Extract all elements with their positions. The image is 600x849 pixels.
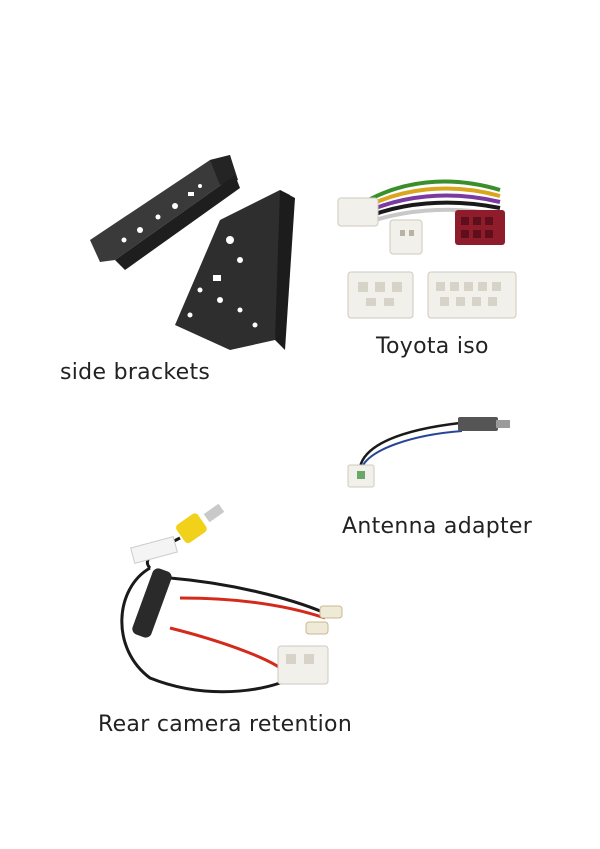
side-brackets-image [80,140,320,360]
camera-cable-icon [120,503,343,694]
toyota-iso-label: Toyota iso [376,334,489,359]
mounting-bracket-icon [90,155,295,350]
antenna-adapter-icon [347,417,510,488]
rear-camera-retention-label: Rear camera retention [98,712,353,737]
antenna-adapter-image [340,405,520,505]
iso-harness-icon [337,179,517,319]
rear-camera-retention-image [110,498,370,708]
side-brackets-label: side brackets [60,360,211,385]
antenna-adapter-label: Antenna adapter [342,514,533,539]
toyota-iso-image [320,160,535,330]
